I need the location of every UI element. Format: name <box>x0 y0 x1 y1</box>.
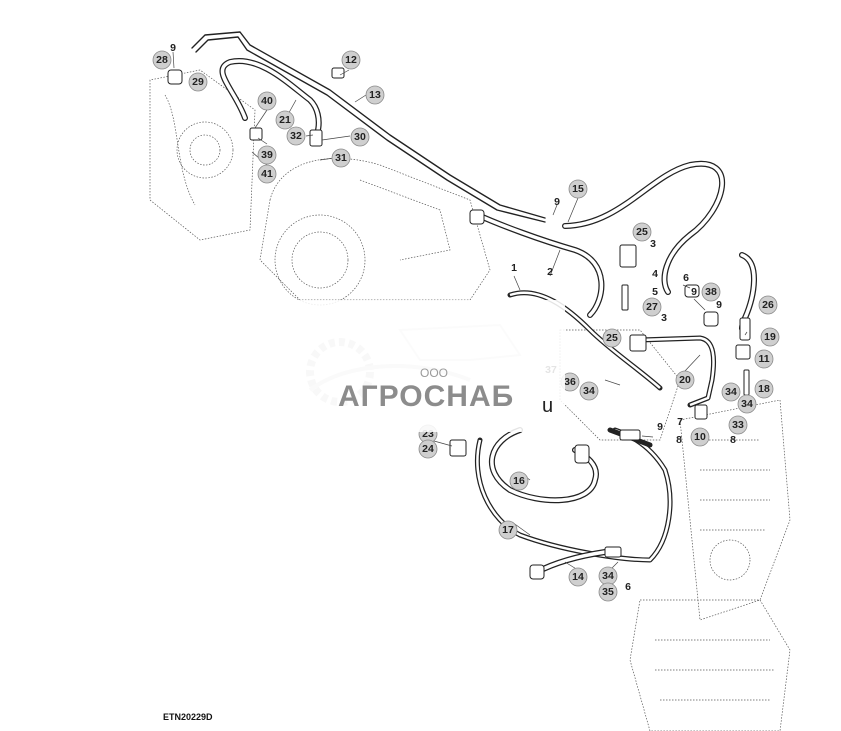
svg-text:32: 32 <box>290 130 302 142</box>
svg-text:29: 29 <box>192 76 204 88</box>
svg-text:34: 34 <box>741 398 753 410</box>
callout-34d: 34 <box>598 566 618 586</box>
callout-38: 38 <box>701 282 721 302</box>
svg-text:34: 34 <box>583 385 595 397</box>
svg-text:40: 40 <box>261 95 273 107</box>
callout-11: 11 <box>754 349 774 369</box>
callout-labels: 28 9 29 12 13 40 21 32 30 39 31 41 15 9 … <box>152 42 780 602</box>
callout-28: 28 <box>152 50 172 70</box>
pipe-20 <box>637 335 716 408</box>
svg-text:12: 12 <box>345 54 357 66</box>
callout-9c: 9 <box>691 286 697 298</box>
callout-9d: 9 <box>716 299 722 311</box>
callout-25b: 25 <box>602 328 622 348</box>
watermark-background <box>275 300 565 432</box>
figure-reference-code: ETN20229D <box>163 712 213 722</box>
watermark-tail: u <box>542 395 554 417</box>
svg-text:33: 33 <box>732 419 744 431</box>
svg-text:23: 23 <box>422 428 434 440</box>
svg-text:25: 25 <box>606 332 618 344</box>
svg-text:31: 31 <box>335 152 347 164</box>
callout-40: 40 <box>257 91 277 111</box>
callout-8: 8 <box>676 434 682 446</box>
svg-text:34: 34 <box>602 570 614 582</box>
svg-text:25: 25 <box>636 226 648 238</box>
svg-text:20: 20 <box>679 374 691 386</box>
callout-5: 5 <box>652 286 658 298</box>
svg-text:21: 21 <box>279 114 291 126</box>
callout-9e: 9 <box>657 421 663 433</box>
svg-text:14: 14 <box>572 571 584 583</box>
svg-text:27: 27 <box>646 301 658 313</box>
callout-9b: 9 <box>554 196 560 208</box>
callout-6b: 6 <box>625 581 631 593</box>
callout-35: 35 <box>598 582 618 602</box>
svg-text:15: 15 <box>572 183 584 195</box>
callout-33: 33 <box>728 415 748 435</box>
watermark-prefix: ООО <box>420 366 449 380</box>
svg-text:18: 18 <box>758 383 770 395</box>
callout-6: 6 <box>683 272 689 284</box>
callout-16: 16 <box>509 471 529 491</box>
callout-13: 13 <box>365 85 385 105</box>
callout-20: 20 <box>675 370 695 390</box>
callout-9: 9 <box>170 42 176 54</box>
callout-32: 32 <box>286 126 306 146</box>
callout-8b: 8 <box>730 434 736 446</box>
svg-text:38: 38 <box>705 286 717 298</box>
callout-19: 19 <box>760 327 780 347</box>
svg-text:19: 19 <box>764 331 776 343</box>
callout-34: 34 <box>579 381 599 401</box>
transmission-housing-outlines <box>149 69 791 731</box>
callout-31: 31 <box>331 148 351 168</box>
callout-26: 26 <box>758 295 778 315</box>
callout-10: 10 <box>690 427 710 447</box>
callout-4: 4 <box>652 268 658 280</box>
callout-3b: 3 <box>661 312 667 324</box>
callout-27: 27 <box>642 297 662 317</box>
callout-3: 3 <box>650 238 656 250</box>
callout-39: 39 <box>257 145 277 165</box>
callout-25: 25 <box>632 222 652 242</box>
svg-text:35: 35 <box>602 586 614 598</box>
callout-24: 24 <box>418 439 438 459</box>
svg-text:13: 13 <box>369 89 381 101</box>
callout-34c: 34 <box>737 394 757 414</box>
callout-29: 29 <box>188 72 208 92</box>
callout-34b: 34 <box>721 382 741 402</box>
callout-18: 18 <box>754 379 774 399</box>
callout-17: 17 <box>498 520 518 540</box>
svg-text:41: 41 <box>261 168 273 180</box>
svg-text:39: 39 <box>261 149 273 161</box>
callout-12: 12 <box>341 50 361 70</box>
callout-21: 21 <box>275 110 295 130</box>
callout-15: 15 <box>568 179 588 199</box>
svg-text:34: 34 <box>725 386 737 398</box>
svg-text:28: 28 <box>156 54 168 66</box>
fittings <box>167 67 751 580</box>
svg-text:11: 11 <box>758 353 769 365</box>
callout-30: 30 <box>350 127 370 147</box>
callout-14: 14 <box>568 567 588 587</box>
svg-text:16: 16 <box>513 475 525 487</box>
svg-text:30: 30 <box>354 131 366 143</box>
svg-text:17: 17 <box>502 524 514 536</box>
watermark-brand: АГРОСНАБ <box>338 380 515 413</box>
svg-text:10: 10 <box>694 431 706 443</box>
svg-text:36: 36 <box>564 376 576 388</box>
callout-7: 7 <box>677 416 683 428</box>
svg-text:26: 26 <box>762 299 774 311</box>
tube-13 <box>191 31 546 219</box>
callout-2: 2 <box>547 266 553 278</box>
svg-text:24: 24 <box>422 443 434 455</box>
callout-1: 1 <box>511 262 517 274</box>
callout-41: 41 <box>257 164 277 184</box>
